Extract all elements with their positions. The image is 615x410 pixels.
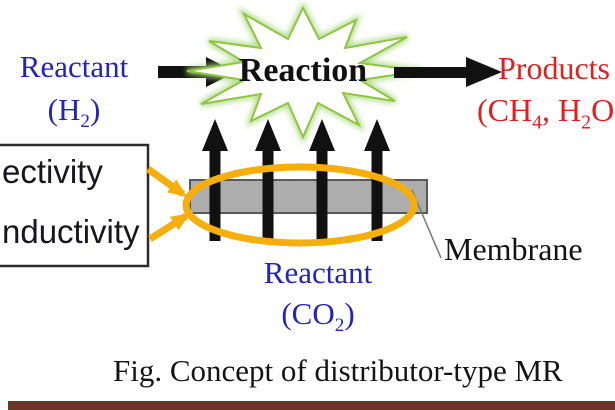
membrane-rect <box>189 179 428 214</box>
output-arrow-icon <box>394 57 502 87</box>
highlight-ellipse <box>182 163 418 247</box>
formula-part: O <box>591 92 615 128</box>
property-box <box>0 143 150 268</box>
bottom-bar <box>8 401 615 410</box>
formula-part: ) <box>90 92 101 127</box>
reactant-top-label: Reactant <box>19 49 129 84</box>
up-arrow-shaft <box>316 150 328 241</box>
membrane-label: Membrane <box>444 231 583 267</box>
reactant-bottom-label: Reactant <box>263 255 373 290</box>
property-box-line2: nductivity <box>2 213 140 250</box>
formula-subscript: 2 <box>80 111 90 133</box>
up-arrow-head <box>309 119 335 151</box>
formula-part: , H <box>542 92 582 128</box>
figure-caption: Fig. Concept of distributor-type MR <box>113 353 563 388</box>
up-arrow-shaft <box>262 150 274 241</box>
up-arrow-shaft <box>209 150 221 241</box>
products-label: Products <box>498 50 610 86</box>
up-arrow-shaft <box>371 150 383 241</box>
reactant-top-formula: (H2) <box>4 92 144 133</box>
products-formula: (CH4, H2O <box>477 92 615 134</box>
property-arrow-upper <box>145 166 188 197</box>
formula-part: (CH <box>477 92 533 128</box>
formula-part: (H <box>47 92 81 127</box>
formula-part: ) <box>344 296 355 331</box>
property-box-line1: ectivity <box>2 153 103 190</box>
up-arrow-head <box>202 119 228 151</box>
formula-subscript: 2 <box>581 111 592 134</box>
permeate-arrows <box>202 119 390 241</box>
formula-subscript: 4 <box>532 111 543 134</box>
up-arrow-head <box>255 119 281 151</box>
reactant-bottom-formula: (CO2) <box>250 296 386 337</box>
formula-subscript: 2 <box>334 315 345 337</box>
property-arrow-lower <box>148 213 191 242</box>
formula-part: (CO <box>281 296 335 331</box>
up-arrow-head <box>364 119 390 151</box>
reaction-starburst <box>186 5 422 140</box>
reaction-label: Reaction <box>238 52 368 89</box>
